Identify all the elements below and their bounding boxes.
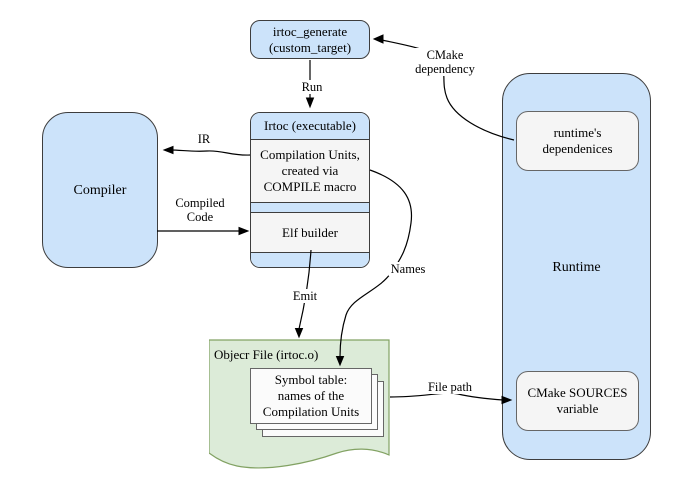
irtoc-footer-band — [251, 252, 369, 267]
edge-label-compiled-line2: Code — [186, 210, 214, 224]
runtime-deps-line2: dependenices — [542, 141, 613, 156]
irtoc-elf-label: Elf builder — [282, 224, 338, 240]
arrowhead-ir — [162, 145, 174, 155]
irtoc-header-label: Irtoc (executable) — [263, 118, 357, 133]
node-irtoc-generate: irtoc_generate (custom_target) — [250, 20, 370, 59]
runtime-deps-line1: runtime's — [553, 125, 602, 140]
irtoc-generate-line1: irtoc_generate — [272, 23, 348, 39]
symbol-table-line2: names of the — [277, 388, 345, 403]
irtoc-cu-line3: COMPILE macro — [263, 179, 357, 194]
symbol-table-line1: Symbol table: — [274, 372, 348, 387]
irtoc-compilation-units: Compilation Units, created via COMPILE m… — [251, 139, 369, 202]
edge-label-cmake-line2: dependency — [415, 62, 475, 76]
runtime-sources-line2: variable — [556, 401, 599, 416]
arrowhead-compiled-code — [238, 226, 250, 236]
node-runtime-dependencies: runtime's dependenices — [516, 111, 639, 171]
edge-label-emit: Emit — [290, 289, 320, 303]
node-irtoc-executable: Irtoc (executable) Compilation Units, cr… — [250, 112, 370, 268]
node-symbol-table: Symbol table: names of the Compilation U… — [250, 368, 372, 424]
edge-label-cmake-dependency: CMake dependency — [413, 48, 477, 76]
arrowhead-emit — [294, 328, 304, 339]
runtime-label: Runtime — [552, 260, 601, 275]
arrow-ir — [170, 149, 251, 156]
irtoc-divider-band — [251, 202, 369, 212]
edge-label-compiled-code: Compiled Code — [173, 196, 227, 224]
symbol-table-line3: Compilation Units — [262, 404, 360, 419]
arrow-file-path — [389, 392, 504, 401]
node-compiler: Compiler — [42, 112, 158, 268]
irtoc-cu-line2: created via — [281, 163, 339, 178]
irtoc-cu-line1: Compilation Units, — [260, 147, 360, 162]
arrowhead-cmake-dependency — [372, 34, 384, 44]
edge-label-run: Run — [299, 80, 325, 94]
compiler-label: Compiler — [73, 182, 127, 198]
object-file-title: Objecr File (irtoc.o) — [214, 347, 319, 362]
edge-label-cmake-line1: CMake — [426, 48, 464, 62]
arrowhead-run — [305, 97, 315, 109]
node-runtime: runtime's dependenices Runtime CMake SOU… — [502, 73, 651, 460]
runtime-sources-line1: CMake SOURCES — [527, 385, 628, 400]
edge-label-ir: IR — [195, 132, 213, 146]
edge-label-names: Names — [388, 262, 428, 276]
irtoc-generate-line2: (custom_target) — [268, 39, 352, 55]
irtoc-header: Irtoc (executable) — [251, 113, 369, 139]
node-cmake-sources-variable: CMake SOURCES variable — [516, 371, 639, 431]
irtoc-elf-builder: Elf builder — [251, 212, 369, 252]
edge-label-file-path: File path — [425, 380, 475, 394]
edge-label-compiled-line1: Compiled — [175, 196, 225, 210]
